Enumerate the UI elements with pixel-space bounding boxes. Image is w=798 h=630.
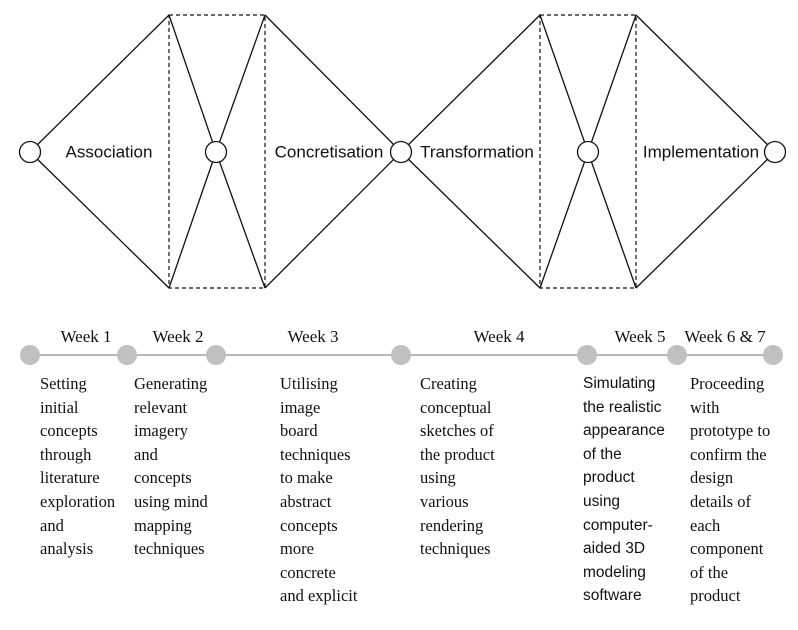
week-5-description: Simulating the realistic appearance of t… [583,375,665,605]
week-4-label: Week 4 [473,327,525,346]
timeline-dot-4 [391,345,411,365]
phase-transformation-label: Transformation [420,142,534,161]
node-mid-1 [204,140,228,164]
week-3-description: Utilising image board techniques to make… [280,374,358,606]
week-4-description: Creating conceptual sketches of the prod… [420,374,495,559]
node-center [389,140,413,164]
timeline-dot-5 [577,345,597,365]
timeline-dot-3 [206,345,226,365]
node-mid-2 [576,140,600,164]
nodes [18,140,787,164]
week-3-label: Week 3 [287,327,338,346]
timeline-dot-2 [117,345,137,365]
diamond-implementation [587,14,776,289]
node-start [18,140,42,164]
diamond-transformation [400,14,589,289]
week-2-description: Generating relevant imagery and concepts… [134,374,208,559]
dashed-frame-right [539,14,637,289]
timeline-dot-6 [667,345,687,365]
phase-implementation-label: Implementation [643,142,759,161]
week-1-label: Week 1 [60,327,111,346]
timeline-dot-1 [20,345,40,365]
week-6-7-description: Proceeding with prototype to confirm the… [690,374,771,606]
timeline [20,345,783,365]
diamond-concretisation [215,14,402,289]
dashed-frame-left [168,14,266,289]
week-2-label: Week 2 [152,327,203,346]
timeline-dot-7 [763,345,783,365]
week-5-label: Week 5 [614,327,665,346]
phase-concretisation-label: Concretisation [275,142,384,161]
diamond-association [29,14,217,289]
week-6-7-label: Week 6 & 7 [684,327,766,346]
week-1-description: Setting initial concepts through literat… [40,374,116,559]
node-end [763,140,787,164]
phase-association-label: Association [66,142,153,161]
